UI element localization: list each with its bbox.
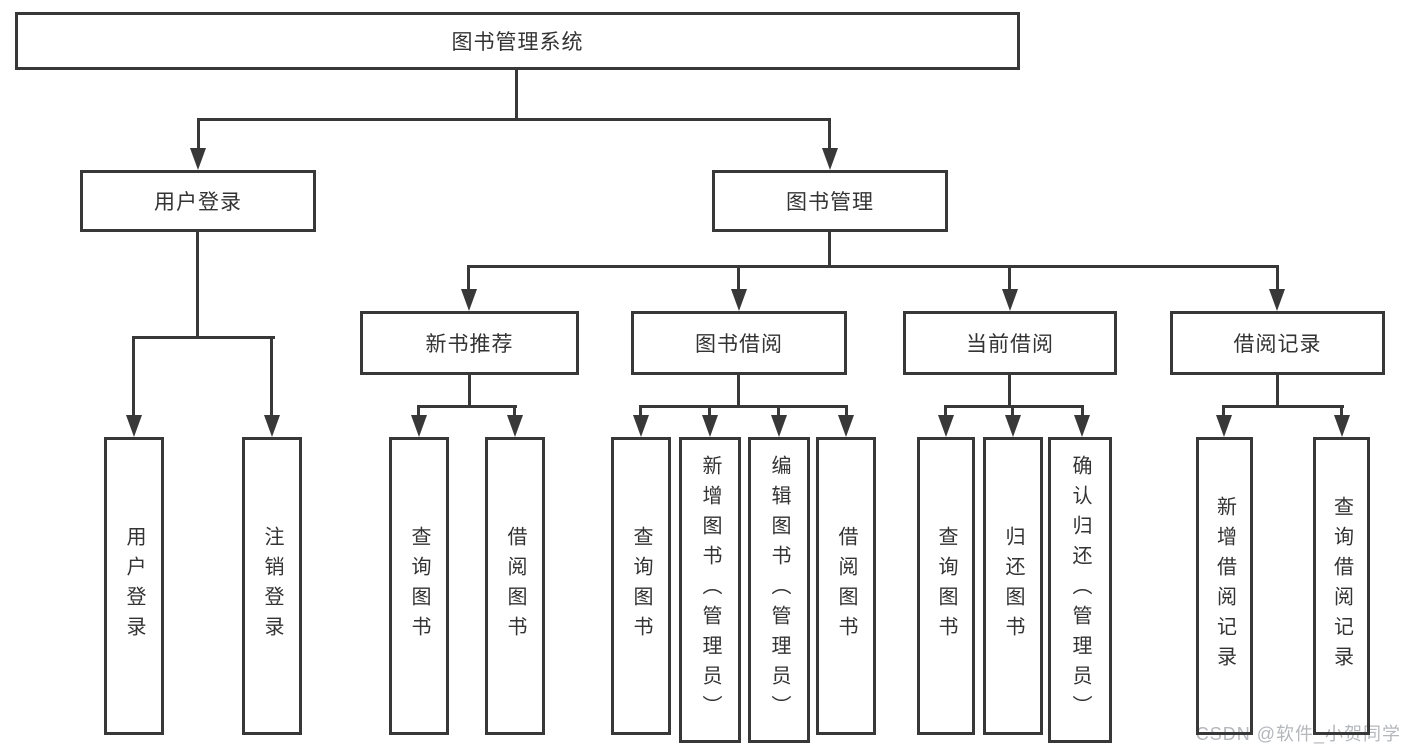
node-current-borrowing: 当前借阅 — [903, 311, 1117, 375]
arrow-down-icon — [1005, 415, 1021, 437]
connector-drop — [944, 405, 947, 415]
connector-drop — [777, 405, 780, 415]
connector-records-bar — [1222, 405, 1344, 408]
arrow-down-icon — [822, 148, 838, 170]
connector-user-login-stem — [196, 232, 199, 339]
connector-drop — [513, 405, 516, 415]
connector-current-bar — [944, 405, 1084, 408]
arrow-down-icon — [702, 415, 718, 437]
connector-drop — [1011, 405, 1014, 415]
connector-drop — [737, 265, 740, 289]
arrow-down-icon — [264, 415, 280, 437]
connector-drop — [639, 405, 642, 415]
connector-drop — [1276, 265, 1279, 289]
connector-recommend-bar — [417, 405, 517, 408]
connector-borrowing-bar — [639, 405, 848, 408]
leaf-borrow-books-borrowing: 借阅图书 — [816, 437, 876, 735]
arrow-down-icon — [838, 415, 854, 437]
arrow-down-icon — [126, 415, 142, 437]
connector-book-mgmt-bar — [467, 265, 1279, 268]
leaf-add-book-admin: 新增图书（管理员） — [679, 437, 741, 743]
connector-drop — [1222, 405, 1225, 415]
connector-records-stem — [1276, 375, 1279, 408]
leaf-logout-login: 注销登录 — [242, 437, 302, 735]
arrow-down-icon — [1334, 415, 1350, 437]
arrow-down-icon — [1002, 289, 1018, 311]
node-library-system: 图书管理系统 — [15, 12, 1020, 70]
connector-root-stem — [515, 70, 518, 121]
connector-borrowing-stem — [737, 375, 740, 408]
arrow-down-icon — [190, 148, 206, 170]
node-borrowing-records: 借阅记录 — [1170, 311, 1385, 375]
leaf-edit-book-admin: 编辑图书（管理员） — [748, 437, 810, 743]
arrow-down-icon — [1074, 415, 1090, 437]
connector-book-mgmt-stem — [828, 232, 831, 268]
node-book-management: 图书管理 — [712, 170, 948, 232]
arrow-down-icon — [461, 289, 477, 311]
leaf-confirm-return-admin: 确认归还（管理员） — [1048, 437, 1112, 743]
node-user-login: 用户登录 — [80, 170, 316, 232]
connector-drop — [1081, 405, 1084, 415]
arrow-down-icon — [771, 415, 787, 437]
node-new-book-recommend: 新书推荐 — [360, 311, 579, 375]
leaf-user-login: 用户登录 — [104, 437, 164, 735]
arrow-down-icon — [633, 415, 649, 437]
leaf-add-borrow-record: 新增借阅记录 — [1196, 437, 1253, 735]
connector-drop — [270, 336, 273, 415]
arrow-down-icon — [1269, 289, 1285, 311]
connector-drop — [1008, 265, 1011, 289]
leaf-query-books-current: 查询图书 — [917, 437, 975, 735]
leaf-borrow-books-recommend: 借阅图书 — [485, 437, 545, 735]
connector-drop — [467, 265, 470, 289]
node-book-borrowing: 图书借阅 — [631, 311, 847, 375]
connector-current-stem — [1008, 375, 1011, 408]
leaf-query-books-recommend: 查询图书 — [389, 437, 449, 735]
connector-drop — [828, 118, 831, 148]
connector-recommend-stem — [468, 375, 471, 408]
arrow-down-icon — [411, 415, 427, 437]
arrow-down-icon — [1216, 415, 1232, 437]
connector-drop — [417, 405, 420, 415]
connector-drop — [1340, 405, 1343, 415]
arrow-down-icon — [507, 415, 523, 437]
leaf-return-books: 归还图书 — [983, 437, 1043, 735]
connector-root-bar — [197, 118, 831, 121]
watermark-text: CSDN @软件_小贺同学 — [1195, 724, 1401, 744]
connector-drop — [708, 405, 711, 415]
arrow-down-icon — [731, 289, 747, 311]
connector-user-login-bar — [132, 336, 275, 339]
leaf-query-borrow-record: 查询借阅记录 — [1313, 437, 1370, 735]
connector-drop — [197, 118, 200, 148]
leaf-query-books-borrowing: 查询图书 — [611, 437, 671, 735]
connector-drop — [132, 336, 135, 415]
arrow-down-icon — [938, 415, 954, 437]
connector-drop — [845, 405, 848, 415]
